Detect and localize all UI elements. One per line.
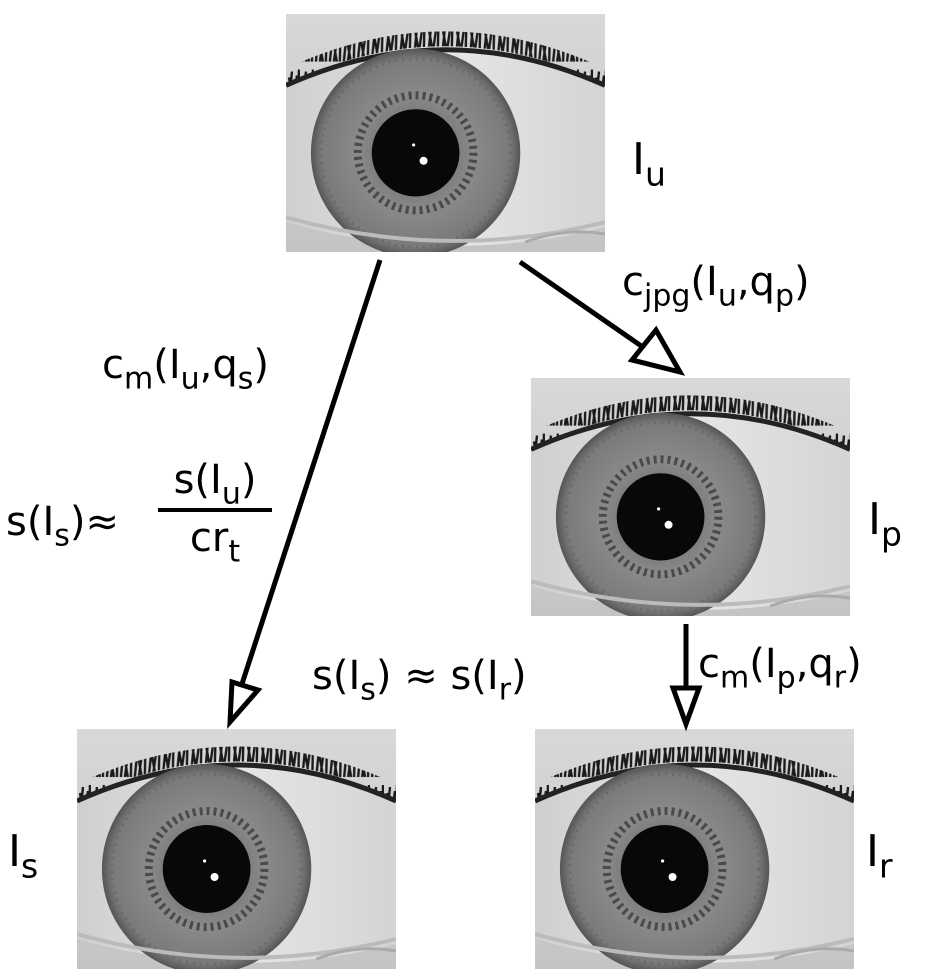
fraction-denominator: crt	[189, 515, 241, 570]
arrow-ip-to-ir	[669, 624, 703, 732]
label-is: Is	[8, 826, 39, 886]
fraction-numerator: s(Iu)	[173, 457, 257, 512]
size-equality: s(Is) ≈ s(Ir)	[312, 653, 527, 708]
fraction-bar	[158, 508, 272, 512]
label-compression-source: cm(Iu,qs)	[102, 342, 270, 397]
eye-image-recompressed	[535, 729, 854, 974]
eye-image-source	[77, 729, 396, 974]
arrow-iu-to-is	[227, 259, 383, 730]
size-relation-fraction: s(Iu) crt	[158, 457, 272, 570]
eye-image-unprocessed	[286, 14, 605, 257]
arrow-iu-to-ip	[518, 259, 686, 376]
eye-image-jpeg-compressed	[531, 378, 850, 621]
label-ip: Ip	[868, 494, 902, 554]
label-ir: Ir	[866, 826, 893, 886]
label-compression-recompressed: cm(Ip,qr)	[698, 641, 862, 696]
label-jpeg-compression: cjpg(Iu,qp)	[622, 259, 810, 314]
size-relation-lhs: s(Is)≈	[6, 499, 120, 554]
label-iu: Iu	[632, 134, 666, 194]
